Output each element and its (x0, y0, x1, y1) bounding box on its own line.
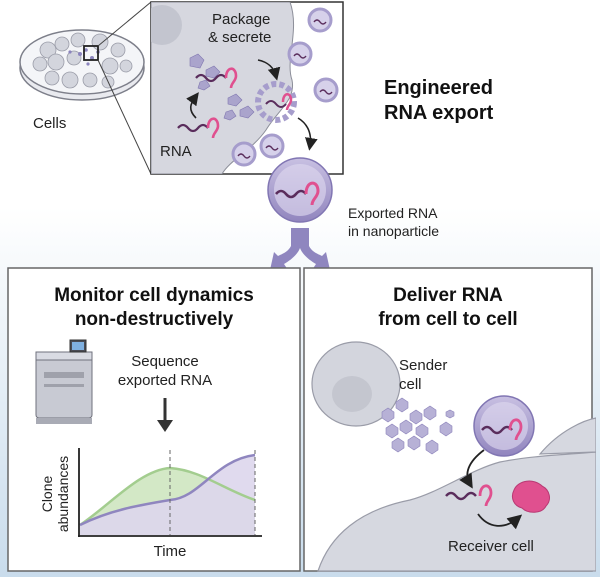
delivered-rna-hairpin (478, 484, 493, 507)
entry-arrow (459, 449, 485, 489)
ylabel-1: Clone (39, 476, 55, 513)
cells-label: Cells (33, 115, 66, 132)
exported-label-2: in nanoparticle (348, 223, 439, 239)
split-arrow (270, 228, 330, 270)
package-label-2: & secrete (208, 29, 271, 46)
delivered-rna (445, 491, 477, 501)
down-arrow-head (157, 420, 173, 432)
sender-label-1: Sender (399, 357, 447, 374)
sequence-label-2: exported RNA (118, 372, 212, 389)
right-title-1: Deliver RNA (393, 285, 503, 306)
green-clone-line (79, 466, 256, 527)
title-line-1: Engineered (384, 77, 493, 99)
rna-label: RNA (160, 143, 192, 160)
ylabel-2: abundances (55, 456, 71, 532)
package-label-1: Package (212, 11, 270, 28)
forming-vesicle (255, 81, 297, 123)
exported-nanoparticle (267, 157, 333, 223)
sequencer-icon (35, 339, 93, 424)
emitted-particles (381, 397, 455, 455)
sequence-label-1: Sequence (131, 353, 199, 370)
sender-label-2: cell (399, 376, 422, 393)
xlabel: Time (154, 543, 187, 560)
delivery-nanoparticle (473, 395, 535, 457)
zoom-inset: Package & secrete RNA (150, 1, 344, 175)
receiver-label: Receiver cell (448, 538, 534, 555)
left-title-2: non-destructively (75, 309, 234, 330)
left-title-1: Monitor cell dynamics (54, 285, 254, 306)
translation-arrow (477, 513, 523, 530)
expressed-protein (511, 480, 550, 513)
secreted-particles (231, 7, 339, 167)
right-title-2: from cell to cell (378, 309, 517, 330)
clone-plot (78, 448, 262, 537)
sender-cell (311, 341, 401, 427)
petri-dish (19, 1, 152, 175)
title-line-2: RNA export (384, 102, 494, 124)
exported-label-1: Exported RNA (348, 205, 438, 221)
